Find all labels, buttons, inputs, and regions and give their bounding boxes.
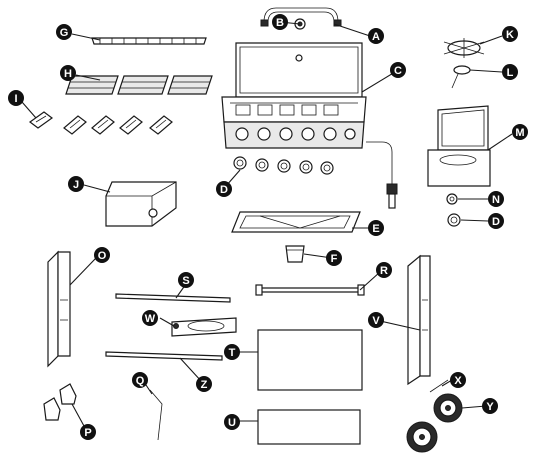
svg-text:L: L (507, 67, 514, 79)
callout-d: D (216, 181, 232, 197)
part-t-door-panel (257, 329, 363, 391)
svg-text:Z: Z (201, 379, 208, 391)
callout-f: F (326, 250, 342, 266)
part-q-support-rod (149, 389, 163, 441)
callout-badges: A B C D E F G H I J K L M N D O P Q R S … (8, 14, 528, 440)
callout-h: H (60, 65, 76, 81)
svg-text:E: E (372, 223, 379, 235)
callout-b: B (272, 14, 288, 30)
callout-u: U (224, 414, 240, 430)
callout-y: Y (482, 398, 498, 414)
callout-a: A (368, 28, 384, 44)
callout-q: Q (132, 372, 148, 388)
parts-drawing (28, 7, 491, 453)
callout-v: V (368, 312, 384, 328)
callout-r: R (376, 262, 392, 278)
svg-text:T: T (229, 347, 236, 359)
svg-text:F: F (331, 253, 338, 265)
part-c-grill-head (221, 42, 398, 209)
svg-text:P: P (84, 427, 91, 439)
callout-s: S (178, 272, 194, 288)
callout-c: C (390, 62, 406, 78)
part-h-cooking-grates (65, 75, 213, 95)
svg-text:Y: Y (486, 401, 494, 413)
part-f-grease-cup (285, 245, 305, 263)
svg-text:C: C (394, 65, 402, 77)
part-d2-knob (447, 213, 461, 227)
part-d-control-knobs (233, 156, 334, 175)
svg-text:D: D (220, 184, 228, 196)
part-w-tank-tray (171, 317, 237, 337)
svg-text:V: V (372, 315, 380, 327)
callout-p: P (80, 424, 96, 440)
svg-text:K: K (506, 29, 514, 41)
part-j-side-box (105, 181, 177, 227)
part-r-rear-crossbar (255, 284, 365, 296)
part-l-side-burner (451, 65, 471, 89)
svg-text:U: U (228, 417, 236, 429)
callout-m: M (512, 124, 528, 140)
part-p-casters (43, 383, 77, 421)
callout-g: G (56, 24, 72, 40)
callout-n: N (488, 191, 504, 207)
part-m-side-burner-unit (427, 105, 491, 187)
part-u-bottom-panel (257, 409, 361, 445)
part-i-flame-tamers (28, 111, 173, 135)
svg-text:J: J (73, 179, 79, 191)
callout-l: L (502, 64, 518, 80)
part-k-side-burner-grate (443, 38, 485, 58)
part-y-wheels (406, 393, 463, 453)
callout-z: Z (196, 376, 212, 392)
svg-text:X: X (454, 375, 462, 387)
callout-w: W (142, 310, 158, 326)
svg-text:G: G (60, 27, 69, 39)
svg-text:Q: Q (136, 375, 145, 387)
part-g-warming-rack (91, 37, 207, 45)
callout-i: I (8, 90, 24, 106)
svg-text:W: W (145, 313, 156, 325)
callout-e: E (368, 220, 384, 236)
part-e-grease-tray (231, 211, 361, 233)
callout-j: J (68, 176, 84, 192)
part-s-upper-brace (115, 293, 231, 303)
part-z-lower-brace (105, 351, 223, 361)
callout-k: K (502, 26, 518, 42)
svg-text:O: O (98, 250, 107, 262)
svg-text:D: D (492, 216, 500, 228)
part-a-lid-handle (260, 7, 342, 27)
part-o-left-side-panel (47, 250, 71, 368)
svg-text:S: S (182, 275, 189, 287)
part-v-right-side-panel (407, 254, 431, 386)
svg-text:H: H (64, 68, 72, 80)
callout-x: X (450, 372, 466, 388)
part-n-side-knob (446, 193, 458, 205)
svg-text:M: M (515, 127, 524, 139)
svg-text:I: I (14, 93, 17, 105)
callout-d2: D (488, 213, 504, 229)
svg-text:A: A (372, 31, 380, 43)
svg-text:R: R (380, 265, 388, 277)
callout-o: O (94, 247, 110, 263)
svg-text:B: B (276, 17, 284, 29)
part-x-axle (429, 379, 449, 393)
callout-t: T (224, 344, 240, 360)
svg-text:N: N (492, 194, 500, 206)
